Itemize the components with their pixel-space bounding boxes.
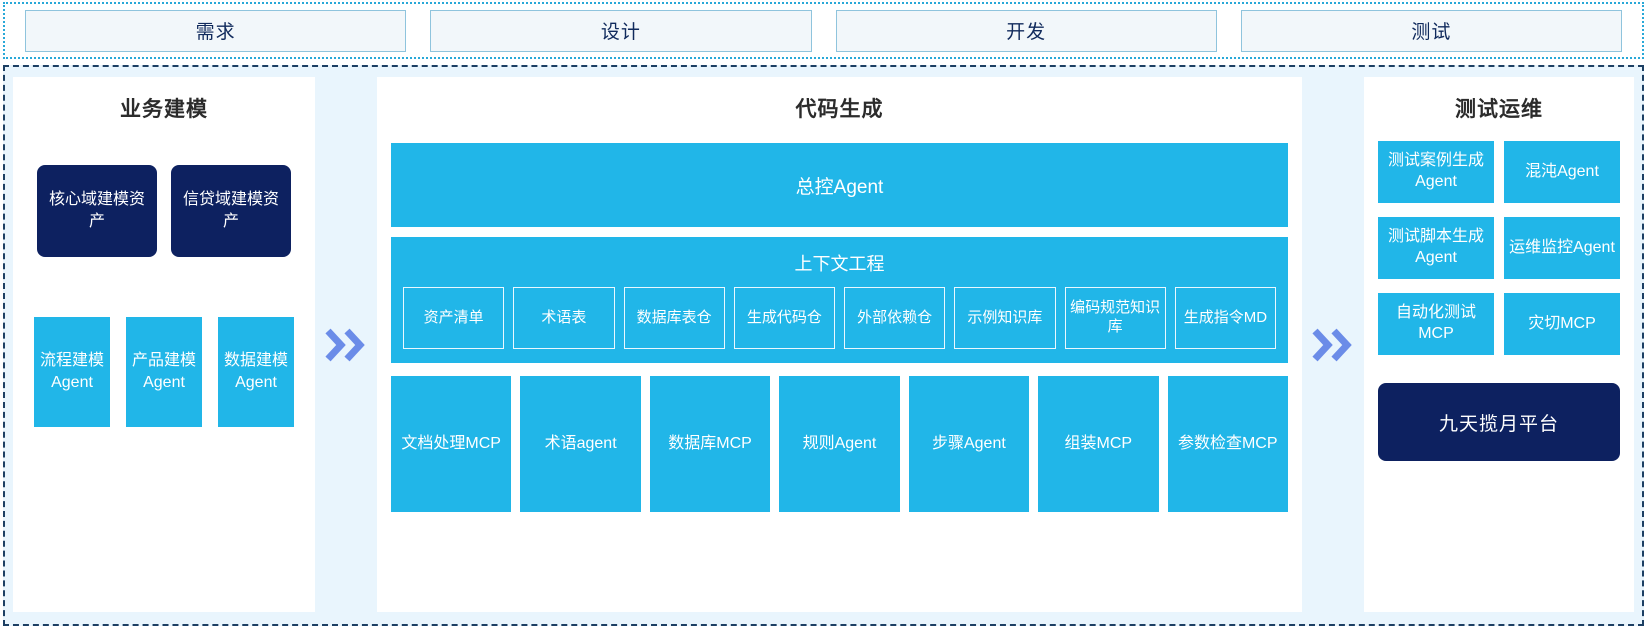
phase-box-design[interactable]: 设计: [430, 9, 812, 52]
tool-label: 术语agent: [544, 434, 617, 452]
asset-box-core-domain[interactable]: 核心域建模资产: [37, 165, 157, 257]
context-item-generation-instruction-md[interactable]: 生成指令MD: [1174, 287, 1276, 349]
business-agent-row: 流程建模Agent 产品建模Agent 数据建模Agent: [27, 317, 301, 427]
agent-box-data-modeling[interactable]: 数据建模Agent: [218, 317, 294, 427]
context-engineering-block: 上下文工程 资产清单 术语表 数据库表仓 生成代码仓 外部依赖仓: [391, 237, 1288, 363]
ops-label: 混沌Agent: [1525, 162, 1599, 180]
asset-label: 信贷域建模资产: [182, 191, 279, 230]
panel-business-modeling: 业务建模 核心域建模资产 信贷域建模资产 流程建模Agent 产品建模Agent…: [13, 77, 315, 612]
asset-label: 核心域建模资产: [48, 191, 145, 230]
asset-box-credit-domain[interactable]: 信贷域建模资产: [171, 165, 291, 257]
ops-box-disaster-switch-mcp[interactable]: 灾切MCP: [1504, 293, 1620, 355]
tool-label: 组装MCP: [1064, 434, 1133, 452]
context-item-external-dependency-repo[interactable]: 外部依赖仓: [844, 287, 946, 349]
double-chevron-right-icon-right: [1302, 77, 1364, 612]
phase-box-development[interactable]: 开发: [835, 9, 1217, 52]
double-chevron-right-icon-left: [315, 77, 377, 612]
panel-title-test-operations: 测试运维: [1455, 98, 1543, 121]
tool-label: 数据库MCP: [668, 434, 752, 452]
phase-label: 测试: [1411, 22, 1452, 43]
tool-label: 参数检查MCP: [1177, 434, 1278, 452]
agent-label: 产品建模Agent: [131, 352, 196, 391]
phase-label: 设计: [600, 22, 641, 43]
context-item-list: 资产清单 术语表 数据库表仓 生成代码仓 外部依赖仓 示例知: [403, 287, 1276, 349]
context-item-asset-inventory[interactable]: 资产清单: [403, 287, 505, 349]
context-item-generated-code-repo[interactable]: 生成代码仓: [733, 287, 835, 349]
context-item-label: 外部依赖仓: [857, 308, 933, 326]
ops-label: 运维监控Agent: [1509, 238, 1615, 256]
ops-label: 测试脚本生成Agent: [1387, 228, 1484, 266]
context-item-db-table-repo[interactable]: 数据库表仓: [623, 287, 725, 349]
context-item-coding-standard-knowledge-base[interactable]: 编码规范知识库: [1064, 287, 1166, 349]
tool-box-rule-agent[interactable]: 规则Agent: [779, 376, 900, 512]
ops-box-test-script-generation-agent[interactable]: 测试脚本生成Agent: [1378, 217, 1494, 279]
panel-test-operations: 测试运维 测试案例生成Agent 混沌Agent 测试脚本生成Agent 运维监…: [1364, 77, 1634, 612]
agent-box-process-modeling[interactable]: 流程建模Agent: [34, 317, 110, 427]
agent-label: 数据建模Agent: [223, 352, 288, 391]
ops-box-automated-test-mcp[interactable]: 自动化测试MCP: [1378, 293, 1494, 355]
tool-row: 文档处理MCP 术语agent 数据库MCP 规则Agent 步骤Agent 组…: [391, 376, 1288, 512]
phase-label: 开发: [1006, 22, 1047, 43]
main-diagram-area: 业务建模 核心域建模资产 信贷域建模资产 流程建模Agent 产品建模Agent…: [3, 65, 1644, 626]
platform-box-jiutian-lanyue[interactable]: 九天揽月平台: [1378, 383, 1620, 461]
ops-grid: 测试案例生成Agent 混沌Agent 测试脚本生成Agent 运维监控Agen…: [1378, 141, 1620, 355]
tool-label: 文档处理MCP: [401, 434, 501, 452]
ops-box-test-case-generation-agent[interactable]: 测试案例生成Agent: [1378, 141, 1494, 203]
ops-label: 测试案例生成Agent: [1387, 152, 1484, 190]
phase-label: 需求: [195, 22, 236, 43]
phase-strip: 需求 设计 开发 测试: [3, 2, 1644, 59]
tool-box-step-agent[interactable]: 步骤Agent: [908, 376, 1030, 512]
context-item-label: 生成指令MD: [1183, 308, 1268, 326]
ops-label: 自动化测试MCP: [1395, 304, 1476, 342]
tool-box-document-processing-mcp[interactable]: 文档处理MCP: [391, 376, 512, 512]
panel-title-business-modeling: 业务建模: [120, 98, 208, 121]
context-item-glossary[interactable]: 术语表: [513, 287, 615, 349]
agent-label: 流程建模Agent: [39, 352, 104, 391]
context-item-label: 生成代码仓: [746, 308, 822, 326]
ops-label: 灾切MCP: [1528, 314, 1596, 332]
context-item-label: 数据库表仓: [636, 308, 712, 326]
ops-box-operations-monitoring-agent[interactable]: 运维监控Agent: [1504, 217, 1620, 279]
panel-title-code-generation: 代码生成: [795, 98, 884, 121]
phase-box-requirements[interactable]: 需求: [25, 9, 407, 52]
context-item-example-knowledge-base[interactable]: 示例知识库: [954, 287, 1056, 349]
phase-box-testing[interactable]: 测试: [1240, 9, 1622, 52]
context-item-label: 资产清单: [423, 308, 484, 326]
tool-label: 步骤Agent: [931, 434, 1006, 452]
panel-code-generation: 代码生成 总控Agent 上下文工程 资产清单 术语表 数据库表仓: [377, 77, 1302, 612]
tool-box-assembly-mcp[interactable]: 组装MCP: [1038, 376, 1159, 512]
tool-box-glossary-agent[interactable]: 术语agent: [520, 376, 641, 512]
tool-box-database-mcp[interactable]: 数据库MCP: [649, 376, 771, 512]
master-agent-box[interactable]: 总控Agent: [391, 143, 1288, 227]
context-item-label: 术语表: [541, 308, 587, 326]
tool-label: 规则Agent: [802, 434, 877, 452]
ops-box-chaos-agent[interactable]: 混沌Agent: [1504, 141, 1620, 203]
context-engineering-title: 上下文工程: [794, 254, 885, 274]
agent-box-product-modeling[interactable]: 产品建模Agent: [126, 317, 202, 427]
business-asset-row: 核心域建模资产 信贷域建模资产: [27, 165, 301, 257]
context-item-label: 示例知识库: [967, 308, 1043, 326]
tool-box-parameter-check-mcp[interactable]: 参数检查MCP: [1167, 376, 1288, 512]
platform-label: 九天揽月平台: [1438, 413, 1559, 435]
master-agent-label: 总控Agent: [795, 176, 884, 198]
context-item-label: 编码规范知识库: [1070, 299, 1161, 335]
